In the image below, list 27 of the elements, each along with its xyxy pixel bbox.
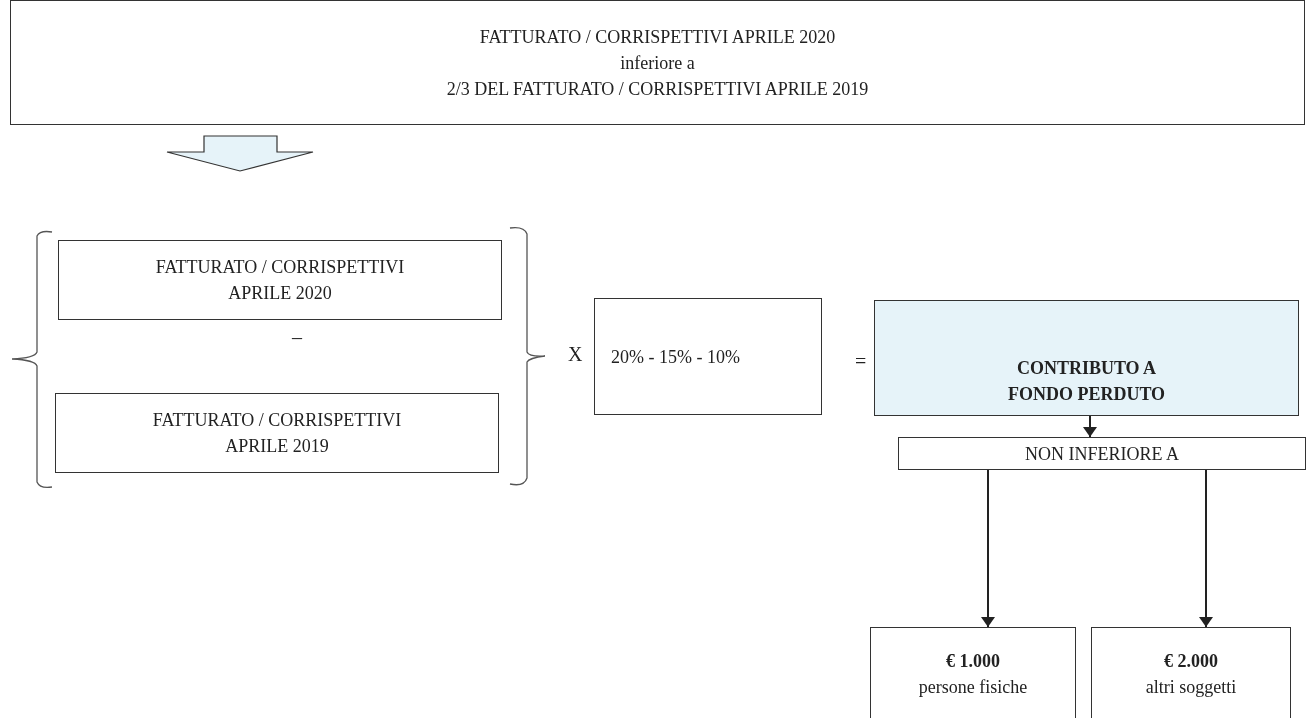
box-text: FATTURATO / CORRISPETTIVI APRILE 2020 — [479, 25, 836, 49]
multiply-sign: X — [568, 343, 583, 366]
minus-sign: – — [292, 326, 302, 349]
box-text: FATTURATO / CORRISPETTIVI APRILE 2019 — [151, 409, 403, 458]
box-text: FATTURATO / CORRISPETTIVI APRILE 2020 — [154, 256, 406, 305]
block-arrow — [166, 135, 314, 172]
amount-box — [1091, 627, 1291, 718]
header-box — [10, 0, 1305, 125]
amount-box — [870, 627, 1076, 718]
arrow — [1199, 469, 1213, 628]
arrow — [981, 469, 995, 628]
box-text: CONTRIBUTO A FONDO PERDUTO — [1006, 357, 1167, 406]
box-text: 20% - 15% - 10% — [611, 345, 740, 369]
arrow — [1083, 415, 1097, 438]
box-text: € 2.000 — [1164, 650, 1218, 673]
condition-box — [898, 437, 1306, 470]
process-box — [55, 393, 499, 473]
equals-sign: = — [855, 350, 867, 373]
box-text: € 1.000 — [946, 650, 1000, 673]
box-text: persone fisiche — [918, 676, 1028, 699]
box-text: inferiore a — [620, 51, 695, 75]
box-text: NON INFERIORE A — [1025, 442, 1179, 466]
percentage-box — [594, 298, 822, 415]
result-box — [874, 300, 1299, 416]
box-text: 2/3 DEL FATTURATO / CORRISPETTIVI APRILE 2019 — [446, 77, 869, 101]
box-text: altri soggetti — [1145, 676, 1237, 699]
process-box — [58, 240, 502, 320]
